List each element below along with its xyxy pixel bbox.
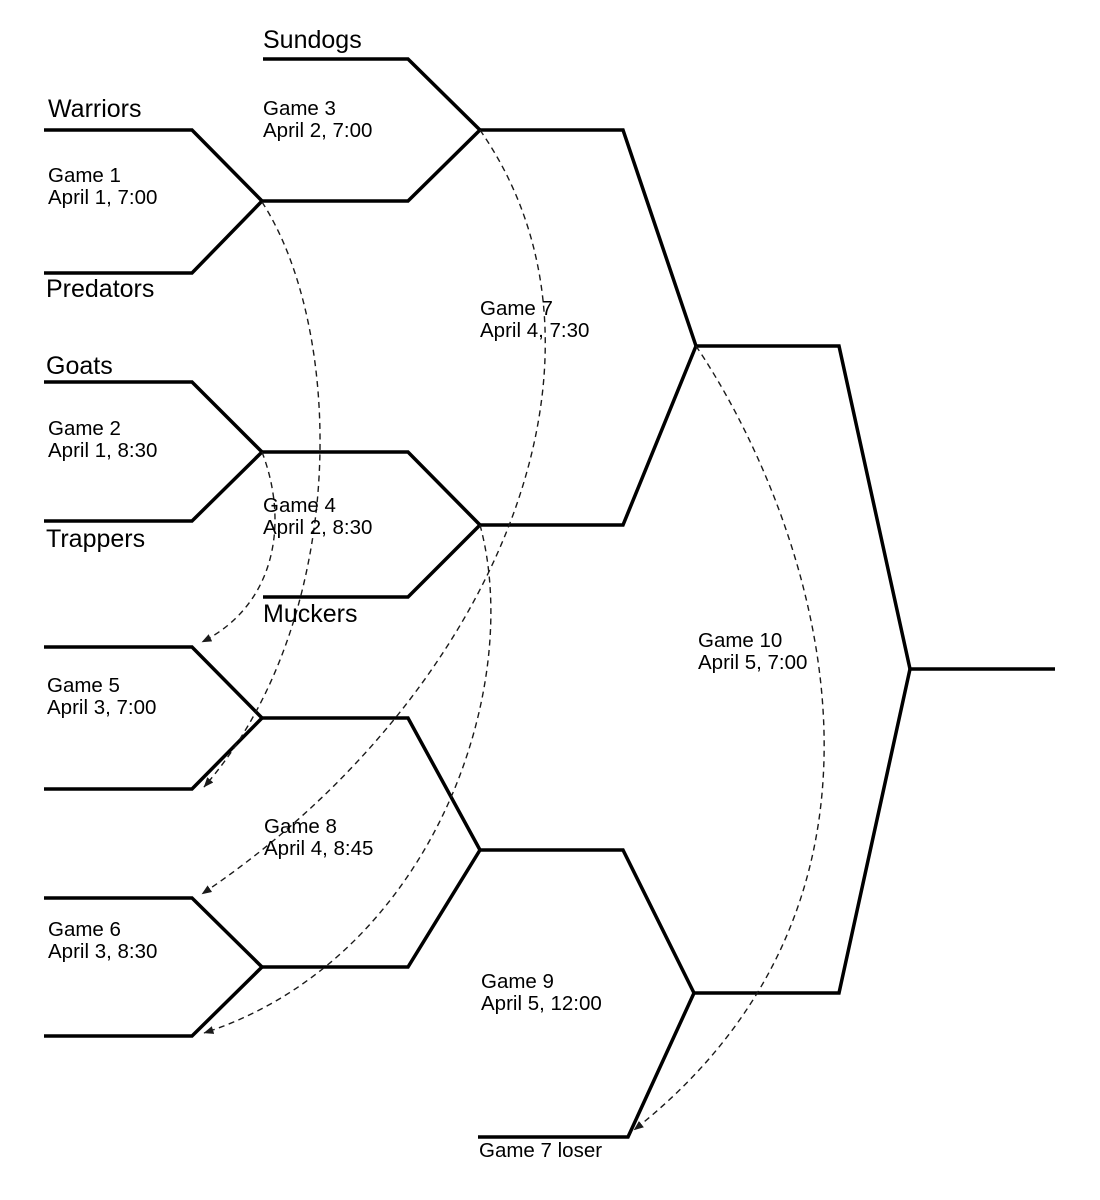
team-label-trappers: Trappers — [46, 525, 145, 553]
game-label-game6-title: Game 6 — [48, 918, 121, 941]
game-label-game10-title: Game 10 — [698, 629, 782, 652]
team-label-goats: Goats — [46, 352, 113, 380]
bracket-line-game5-entry-top — [44, 645, 264, 720]
game-label-game3-schedule: April 2, 7:00 — [263, 119, 372, 142]
loser-path-game1-loser-drop — [203, 201, 321, 788]
team-label-warriors: Warriors — [48, 95, 142, 123]
bracket-line-game8-winner — [480, 848, 696, 994]
game-label-game1-title: Game 1 — [48, 164, 121, 187]
bracket-line-game3-winner — [480, 128, 698, 347]
bracket-line-game5-winner — [262, 716, 482, 851]
game-label-game10-schedule: April 5, 7:00 — [698, 651, 807, 674]
bracket-line-goats-line — [44, 380, 264, 454]
feed-label-game7-loser: Game 7 loser — [479, 1139, 602, 1162]
bracket-line-game6-entry-top — [44, 896, 264, 969]
loser-path-game3-loser-drop — [201, 129, 546, 895]
bracket-line-trappers-line — [44, 450, 264, 523]
game-label-game4-title: Game 4 — [263, 494, 336, 517]
team-label-sundogs: Sundogs — [263, 26, 362, 54]
bracket-line-warriors-line — [44, 128, 264, 203]
game-label-game2-title: Game 2 — [48, 417, 121, 440]
game-label-game5-schedule: April 3, 7:00 — [47, 696, 156, 719]
bracket-line-game7-loser-feed — [478, 992, 696, 1139]
bracket-line-predators-line — [44, 199, 264, 275]
bracket-line-game6-entry-bottom — [44, 965, 264, 1038]
loser-path-game7-loser-drop — [633, 345, 825, 1131]
game-label-game7-title: Game 7 — [480, 297, 553, 320]
bracket-line-muckers-line — [263, 523, 482, 599]
loser-path-game4-loser-drop — [203, 524, 492, 1034]
bracket-line-sundogs-line — [263, 57, 482, 132]
bracket-line-game9-winner — [694, 668, 912, 995]
bracket-line-game2-winner — [262, 450, 482, 527]
game-label-game9-title: Game 9 — [481, 970, 554, 993]
bracket-line-game7-winner — [696, 344, 912, 670]
game-label-game8-schedule: April 4, 8:45 — [264, 837, 373, 860]
game-label-game9-schedule: April 5, 12:00 — [481, 992, 602, 1015]
game-label-game1-schedule: April 1, 7:00 — [48, 186, 157, 209]
bracket-line-game5-entry-bottom — [44, 716, 264, 791]
bracket-line-game1-winner — [262, 128, 482, 203]
team-label-predators: Predators — [46, 275, 154, 303]
bracket-line-game6-winner — [262, 849, 482, 969]
game-label-game8-title: Game 8 — [264, 815, 337, 838]
bracket-line-game4-winner — [480, 345, 698, 527]
game-label-game6-schedule: April 3, 8:30 — [48, 940, 157, 963]
loser-path-game2-loser-drop — [201, 451, 276, 643]
game-label-game3-title: Game 3 — [263, 97, 336, 120]
game-label-game2-schedule: April 1, 8:30 — [48, 439, 157, 462]
game-label-game7-schedule: April 4, 7:30 — [480, 319, 589, 342]
team-label-muckers: Muckers — [263, 600, 357, 628]
game-label-game5-title: Game 5 — [47, 674, 120, 697]
game-label-game4-schedule: April 2, 8:30 — [263, 516, 372, 539]
